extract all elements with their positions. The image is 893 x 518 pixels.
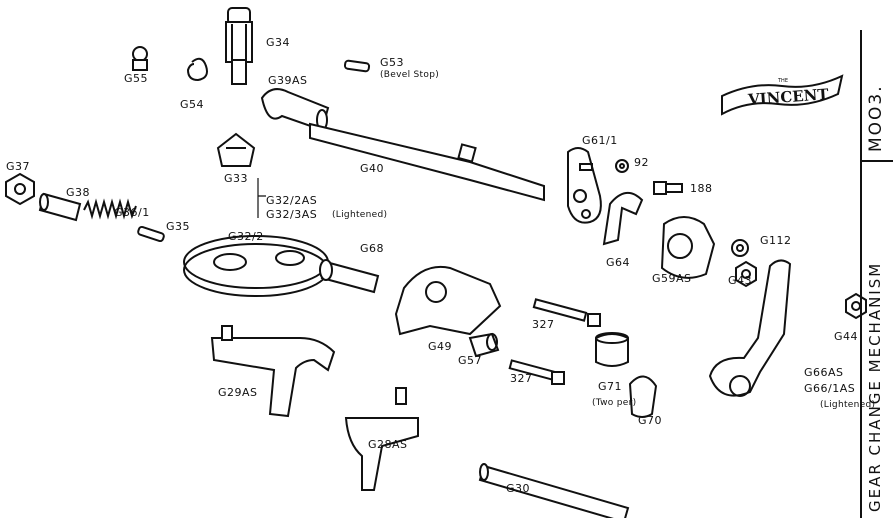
- label-327-a: 327: [532, 318, 555, 331]
- n92-washer: [615, 159, 629, 173]
- label-g43: G43: [728, 274, 753, 287]
- label-g71-note: (Two per): [592, 398, 637, 408]
- g54-spring: [186, 57, 208, 82]
- g71-rollers: [595, 332, 629, 367]
- g61-plate: [567, 147, 602, 224]
- label-g28as: G28AS: [368, 438, 408, 451]
- g68-stud: [319, 259, 380, 294]
- label-g66-note: (Lightened): [820, 400, 876, 410]
- g49-cam: [394, 266, 502, 336]
- label-g40: G40: [360, 162, 385, 175]
- g38-sleeve: [38, 192, 82, 222]
- g40-shaft: [309, 122, 545, 202]
- title-strip-divider: [860, 160, 893, 162]
- label-g64: G64: [606, 256, 631, 269]
- label-327-b: 327: [510, 372, 533, 385]
- label-g39as: G39AS: [268, 74, 308, 87]
- g37-nut: [5, 172, 35, 206]
- label-g71: G71: [598, 380, 623, 393]
- g57-bush: [468, 332, 500, 358]
- g112-washer: [731, 239, 749, 257]
- n327-bolt-a: [532, 298, 601, 327]
- label-g32-3as-note: (Lightened): [332, 210, 388, 220]
- label-g55: G55: [124, 72, 149, 85]
- label-g32-2: G32/2: [228, 230, 264, 243]
- label-g44: G44: [834, 330, 859, 343]
- g30-rod: [478, 463, 630, 518]
- n327-bolt-b: [508, 359, 565, 385]
- label-g59as: G59AS: [652, 272, 692, 285]
- label-g33: G33: [224, 172, 249, 185]
- label-g34: G34: [266, 36, 291, 49]
- label-g38: G38: [66, 186, 91, 199]
- logo-banner: [721, 74, 844, 116]
- g53-pin: [343, 59, 371, 73]
- diagram-title: GEAR CHANGE MECHANISM: [866, 261, 884, 512]
- g29as-fork: [210, 325, 336, 418]
- label-g112: G112: [760, 234, 792, 247]
- diagram-code: MOO3.: [866, 84, 886, 152]
- g55-screw: [132, 46, 148, 71]
- g33-bevel: [216, 132, 256, 167]
- g36-spring: [83, 198, 137, 220]
- label-g35: G35: [166, 220, 191, 233]
- label-g32-2as: G32/2AS: [266, 194, 318, 207]
- g28as-fork: [344, 387, 419, 491]
- g70-clip: [628, 375, 658, 418]
- label-188: 188: [690, 182, 713, 195]
- g34-plunger: [225, 7, 253, 85]
- label-g53: G53: [380, 56, 405, 69]
- g35-pin: [137, 225, 165, 243]
- label-g49: G49: [428, 340, 453, 353]
- g64-clip: [602, 192, 644, 246]
- label-g30: G30: [506, 482, 531, 495]
- logo-small-text: THE: [778, 78, 788, 84]
- label-g68: G68: [360, 242, 385, 255]
- title-strip: [860, 30, 893, 518]
- label-g61-1: G61/1: [582, 134, 618, 147]
- g39as-bush: [260, 88, 330, 132]
- label-g29as: G29AS: [218, 386, 258, 399]
- n188-bolt: [653, 181, 683, 195]
- label-g53-note: (Bevel Stop): [380, 70, 440, 80]
- label-g66as: G66AS: [804, 366, 844, 379]
- g66as-lever: [708, 259, 792, 397]
- label-g54: G54: [180, 98, 205, 111]
- label-92: 92: [634, 156, 649, 169]
- g32-plate: [183, 235, 329, 297]
- g59as-ratchet: [660, 216, 716, 279]
- label-g57: G57: [458, 354, 483, 367]
- g43-nut: [735, 260, 757, 288]
- label-g70: G70: [638, 414, 663, 427]
- label-g32-3as: G32/3AS: [266, 208, 318, 221]
- label-g66-1as: G66/1AS: [804, 382, 856, 395]
- label-g36-1: G36/1: [114, 206, 150, 219]
- label-g37: G37: [6, 160, 31, 173]
